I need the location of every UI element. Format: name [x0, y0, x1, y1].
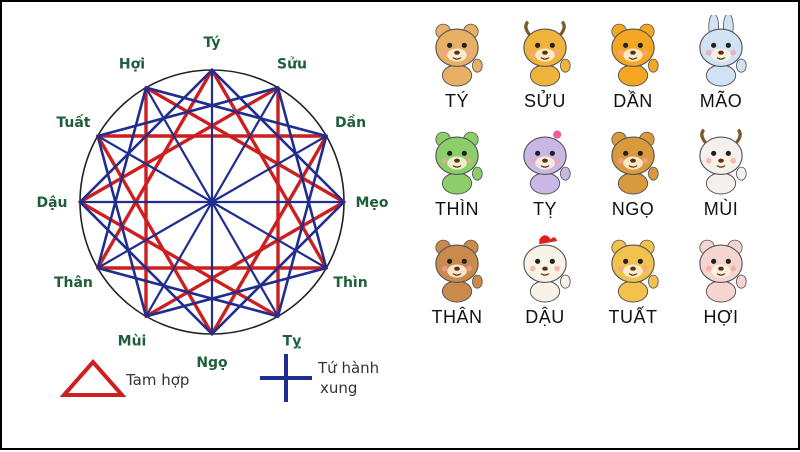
zodiac-name: THÂN — [431, 307, 483, 327]
ox-icon — [500, 15, 590, 87]
rabbit-icon — [676, 15, 766, 87]
wheel-label: Tuất — [56, 114, 90, 131]
dragon-icon — [412, 123, 502, 195]
tu-hanh-xung-diagonal — [145, 87, 279, 317]
tam-hop-legend-label: Tam hợp — [126, 371, 190, 389]
wheel-label: Thìn — [333, 275, 367, 291]
zodiac-name: HỢI — [703, 307, 739, 327]
monkey-icon — [412, 231, 502, 303]
zodiac-card: DẬU — [500, 231, 590, 341]
wheel-label: Tý — [203, 35, 220, 51]
rat-icon — [412, 15, 502, 87]
tu-hanh-xung-legend-label-line2: xung — [320, 379, 358, 397]
zodiac-name: THÌN — [435, 199, 479, 219]
zodiac-card: THÂN — [412, 231, 502, 341]
wheel-label: Tỵ — [283, 334, 302, 350]
zodiac-card: MÃO — [676, 15, 766, 125]
wheel-label: Mùi — [118, 334, 147, 350]
wheel-label: Hợi — [119, 56, 145, 72]
zodiac-name: TÝ — [444, 91, 469, 111]
wheel-label: Thân — [54, 275, 93, 291]
zodiac-name: NGỌ — [611, 199, 655, 219]
tu-hanh-xung-legend-icon — [260, 354, 312, 402]
wheel-label: Ngọ — [196, 355, 228, 371]
zodiac-name: DẦN — [613, 91, 653, 111]
wheel-label: Dần — [335, 114, 366, 131]
rooster-icon — [500, 231, 590, 303]
wheel-label: Sửu — [277, 56, 307, 72]
zodiac-name: TỴ — [532, 199, 557, 219]
zodiac-card: HỢI — [676, 231, 766, 341]
zodiac-name: TUẤT — [608, 307, 658, 327]
zodiac-name: MÙI — [703, 199, 739, 219]
goat-icon — [676, 123, 766, 195]
tu-hanh-xung-legend-label-line1: Tứ hành — [318, 359, 380, 377]
wheel-label: Dậu — [36, 195, 67, 211]
zodiac-name: MÃO — [699, 91, 743, 111]
dog-icon — [588, 231, 678, 303]
horse-icon — [588, 123, 678, 195]
zodiac-card: DẦN — [588, 15, 678, 125]
zodiac-animal-grid: TÝ SỬU DẦN MÃO — [412, 15, 782, 407]
zodiac-card: TÝ — [412, 15, 502, 125]
zodiac-name: DẬU — [525, 307, 565, 327]
zodiac-card: MÙI — [676, 123, 766, 233]
wheel-label: Mẹo — [355, 195, 388, 211]
zodiac-card: NGỌ — [588, 123, 678, 233]
zodiac-card: THÌN — [412, 123, 502, 233]
pig-icon — [676, 231, 766, 303]
zodiac-card: TUẤT — [588, 231, 678, 341]
tam-hop-legend-icon — [59, 358, 127, 397]
zodiac-card: TỴ — [500, 123, 590, 233]
tu-hanh-xung-squares — [78, 68, 346, 336]
zodiac-card: SỬU — [500, 15, 590, 125]
zodiac-name: SỬU — [524, 91, 566, 111]
snake-icon — [500, 123, 590, 195]
tiger-icon — [588, 15, 678, 87]
